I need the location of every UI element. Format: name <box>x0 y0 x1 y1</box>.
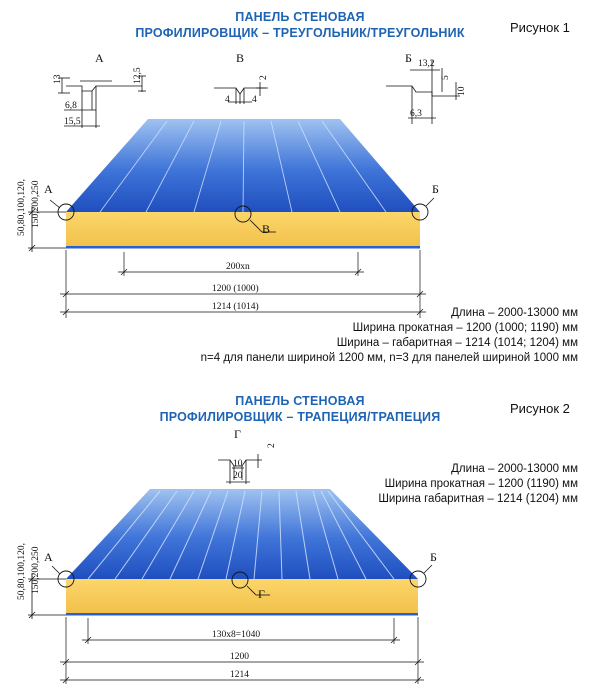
spec-rolled-width: Ширина прокатная – 1200 (1000; 1190) мм <box>352 322 578 334</box>
callout2-a-label: А <box>44 550 53 564</box>
dim-pitch-1: 200хn <box>226 262 250 272</box>
dim-rolled-1: 1200 (1000) <box>212 283 259 294</box>
figure2-label: Рисунок 2 <box>510 401 570 416</box>
panel-1-ribs <box>99 120 387 213</box>
dim-v-4a: 4 <box>225 95 230 105</box>
detail-a <box>58 75 146 128</box>
dim-overall-1: 1214 (1014) <box>212 301 259 312</box>
dim-v-4b: 4 <box>252 95 257 105</box>
figure2-title-line2: ПРОФИЛИРОВЩИК – ТРАПЕЦИЯ/ТРАПЕЦИЯ <box>159 410 441 424</box>
dim-g-10: 10 <box>233 459 243 469</box>
detail-v-label: В <box>236 51 244 65</box>
bottom-dims-1 <box>60 250 426 318</box>
dim-b-10: 10 <box>457 86 467 96</box>
thickness-1-line2: 150,200,250 <box>31 180 41 228</box>
panel-2 <box>66 489 418 616</box>
callout-a-label: А <box>44 182 53 196</box>
dim-a-12-5: 12,5 <box>133 67 143 84</box>
panel-1-core <box>66 212 420 248</box>
thickness-dim-1 <box>28 206 66 252</box>
callout-v-circle <box>234 205 252 223</box>
dim-b-5: 5 <box>441 75 451 80</box>
detail-a-label: А <box>95 51 104 65</box>
detail-v <box>214 82 268 104</box>
spec2-rolled-width: Ширина прокатная – 1200 (1190) мм <box>384 478 578 490</box>
figure2-title-line1: ПАНЕЛЬ СТЕНОВАЯ <box>235 394 365 408</box>
callout2-b-label: Б <box>430 550 437 564</box>
panel-1 <box>66 119 420 249</box>
figure1-label: Рисунок 1 <box>510 20 570 35</box>
dim-rolled-2: 1200 <box>230 652 249 662</box>
detail-g <box>218 454 262 484</box>
spec2-overall-width: Ширина габаритная – 1214 (1204) мм <box>378 493 578 505</box>
callout-b-label: Б <box>432 182 439 196</box>
callout-v-label: В <box>262 222 270 236</box>
dim-v-2: 2 <box>259 75 269 80</box>
panel-2-top-face <box>66 489 418 579</box>
dim-a-6-8: 6,8 <box>65 101 77 111</box>
dim-a-13: 13 <box>53 74 63 84</box>
spec2-length: Длина – 2000-13000 мм <box>451 463 578 475</box>
dim-g-2: 2 <box>267 443 277 448</box>
detail-g-label: Г <box>234 427 241 441</box>
panel-2-bottom-skin <box>66 613 418 616</box>
thickness-2-line1: 50,80,100,120, <box>17 543 27 600</box>
spec-overall-width: Ширина – габаритная – 1214 (1014; 1204) … <box>336 337 578 349</box>
callout-b-circle <box>411 203 429 221</box>
figure1-title-line1: ПАНЕЛЬ СТЕНОВАЯ <box>235 10 365 24</box>
dim-a-15-5: 15,5 <box>64 117 81 127</box>
dim-overall-2: 1214 <box>230 670 249 680</box>
callout2-g-circle <box>231 571 249 589</box>
panel-1-bottom-skin <box>66 246 420 249</box>
thickness-2-line2: 150,200,250 <box>31 546 41 594</box>
dim-pitch-2: 130х8=1040 <box>212 630 260 640</box>
bottom-dims-2 <box>60 617 424 684</box>
dim-b-13-2: 13,2 <box>418 59 435 69</box>
dim-b-6-3: 6,3 <box>410 109 422 119</box>
detail-b-label: Б <box>405 51 412 65</box>
figure1-title-line2: ПРОФИЛИРОВЩИК – ТРЕУГОЛЬНИК/ТРЕУГОЛЬНИК <box>135 26 465 40</box>
thickness-dim-2 <box>28 573 66 619</box>
panel-1-top-face <box>66 119 420 212</box>
panel-2-ribs <box>87 490 395 580</box>
thickness-1-line1: 50,80,100,120, <box>17 179 27 236</box>
dim-g-20: 20 <box>233 471 243 481</box>
callout2-b-circle <box>409 570 427 588</box>
spec-length: Длина – 2000-13000 мм <box>451 307 578 319</box>
callout2-g-label: Г <box>258 587 265 601</box>
spec-n-note: n=4 для панели шириной 1200 мм, n=3 для … <box>200 352 578 364</box>
figure1-specs: Длина – 2000-13000 мм Ширина прокатная –… <box>201 306 578 366</box>
detail-b <box>386 60 460 124</box>
figure2-specs: Длина – 2000-13000 мм Ширина прокатная –… <box>378 462 578 507</box>
panel-2-core <box>66 579 418 615</box>
